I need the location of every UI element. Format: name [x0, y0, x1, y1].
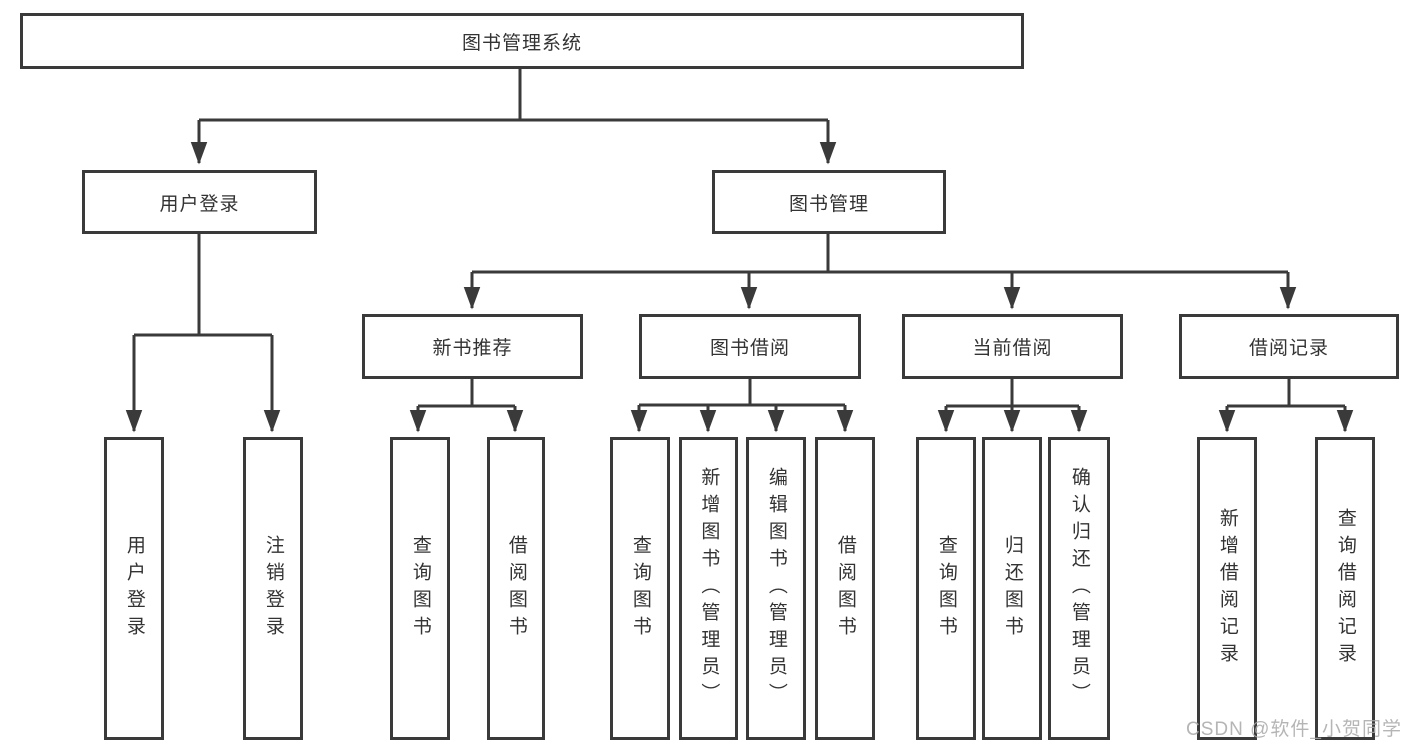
node-new-book-recommend-label: 新书推荐	[432, 338, 513, 359]
leaf-query-borrow-record-label: 查询借阅记录	[1334, 507, 1356, 670]
leaf-query-books-2: 查询图书	[610, 437, 670, 740]
node-user-login-label: 用户登录	[159, 193, 240, 215]
leaf-return-books-label: 归还图书	[1001, 534, 1023, 643]
node-borrowing-records: 借阅记录	[1179, 314, 1399, 379]
leaf-logout-label: 注销登录	[262, 534, 284, 643]
leaf-query-books-3-label: 查询图书	[935, 534, 957, 643]
leaf-borrow-books-2: 借阅图书	[815, 437, 875, 740]
leaf-query-books-3: 查询图书	[916, 437, 976, 740]
node-user-login: 用户登录	[82, 170, 317, 234]
node-book-borrowing-label: 图书借阅	[709, 338, 790, 359]
leaf-borrow-books-2-label: 借阅图书	[834, 534, 856, 643]
node-book-management: 图书管理	[712, 170, 946, 234]
node-library-system: 图书管理系统	[20, 13, 1024, 69]
connector-current-to-children	[937, 379, 1088, 433]
leaf-logout: 注销登录	[243, 437, 303, 740]
node-book-borrowing: 图书借阅	[639, 314, 861, 379]
leaf-add-borrow-record: 新增借阅记录	[1197, 437, 1257, 740]
leaf-borrow-books-1-label: 借阅图书	[505, 534, 527, 643]
connector-userlogin-to-children	[125, 233, 281, 433]
leaf-query-books-1-label: 查询图书	[409, 534, 431, 643]
node-current-borrowing: 当前借阅	[902, 314, 1123, 379]
node-borrowing-records-label: 借阅记录	[1248, 338, 1329, 359]
leaf-query-books-2-label: 查询图书	[629, 534, 651, 643]
csdn-watermark: CSDN @软件_小贺同学	[1186, 719, 1402, 740]
leaf-return-books: 归还图书	[982, 437, 1042, 740]
leaf-confirm-return-admin-label: 确认归还（管理员）	[1068, 467, 1090, 710]
node-book-management-label: 图书管理	[788, 193, 869, 215]
leaf-query-books-1: 查询图书	[390, 437, 450, 740]
leaf-add-books-admin-label: 新增图书（管理员）	[698, 467, 720, 710]
connector-borrowing-to-children	[630, 379, 854, 433]
node-library-system-label: 图书管理系统	[461, 32, 582, 54]
leaf-user-login: 用户登录	[104, 437, 164, 740]
leaf-user-login-label: 用户登录	[123, 534, 145, 643]
leaf-query-borrow-record: 查询借阅记录	[1315, 437, 1375, 740]
leaf-edit-books-admin-label: 编辑图书（管理员）	[765, 467, 787, 710]
connector-root-to-level2	[190, 68, 837, 165]
leaf-edit-books-admin: 编辑图书（管理员）	[746, 437, 806, 740]
connector-records-to-children	[1218, 379, 1354, 433]
leaf-confirm-return-admin: 确认归还（管理员）	[1048, 437, 1110, 740]
leaf-add-books-admin: 新增图书（管理员）	[679, 437, 738, 740]
leaf-add-borrow-record-label: 新增借阅记录	[1216, 507, 1238, 670]
leaf-borrow-books-1: 借阅图书	[487, 437, 545, 740]
node-new-book-recommend: 新书推荐	[362, 314, 583, 379]
node-current-borrowing-label: 当前借阅	[972, 338, 1053, 359]
connector-bookmgmt-to-level3	[463, 233, 1297, 310]
connector-newbooks-to-children	[409, 379, 524, 433]
